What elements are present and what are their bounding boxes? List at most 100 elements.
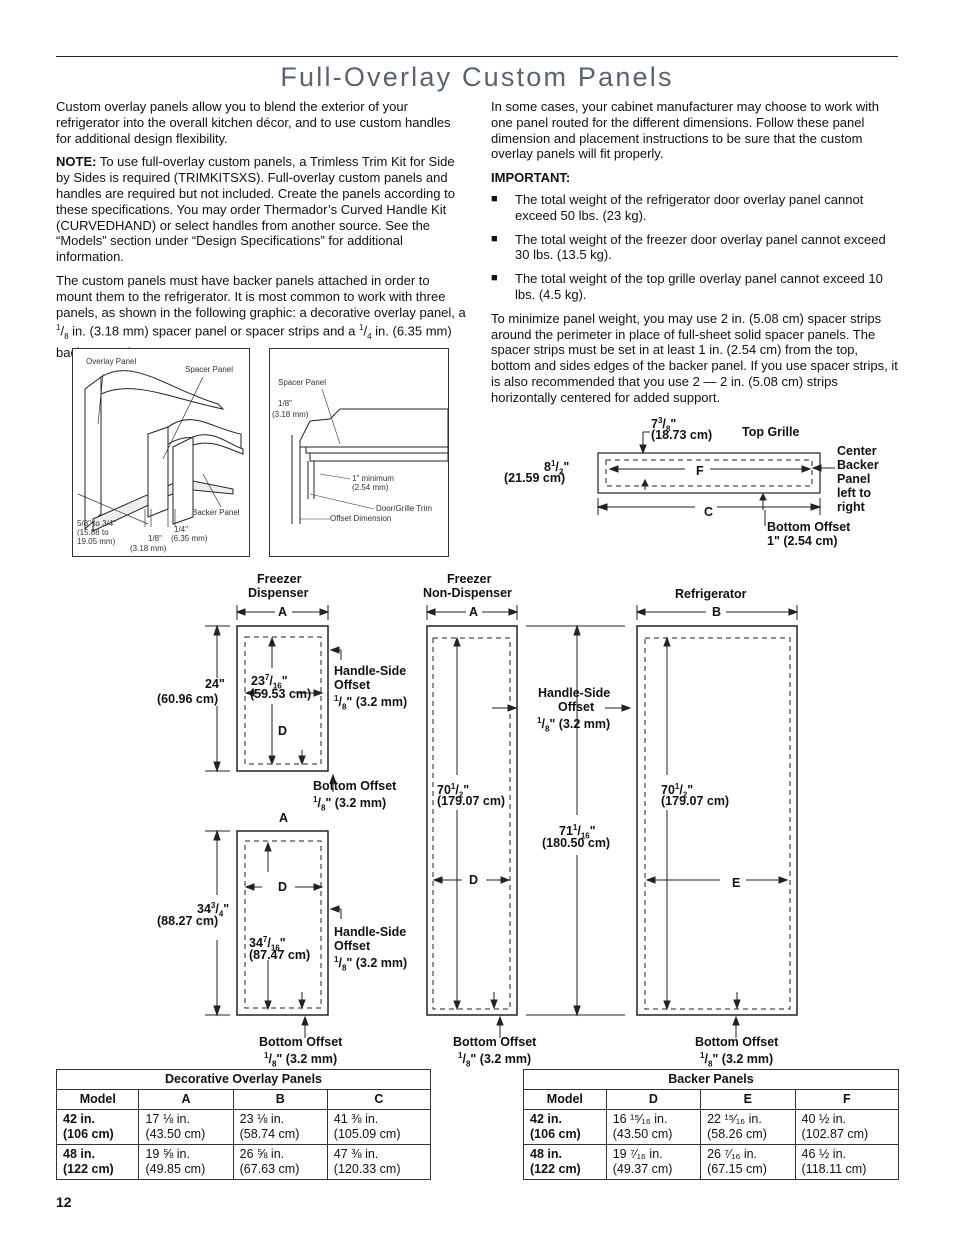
table-cell: 23 ⅛ in. (58.74 cm) <box>232 1109 328 1145</box>
frac-den: 8 <box>64 332 69 342</box>
height-70-cm: (179.07 cm) <box>661 794 730 808</box>
frac-num: 1 <box>572 823 578 832</box>
bullet-text: The total weight of the top grille overl… <box>515 271 883 302</box>
height-34-7-label: 347/16" <box>249 935 286 953</box>
table-cell: 41 ⅜ in. (105.09 cm) <box>326 1109 432 1145</box>
spacer-dim-1: 1/8" <box>278 399 292 408</box>
backer-text-2: in. (3.18 mm) spacer panel or spacer str… <box>68 323 359 339</box>
table-cell: 22 ¹⁵⁄₁₆ in. (58.26 cm) <box>700 1109 796 1145</box>
bottom-offset-value: " (3.2 mm) <box>712 1052 774 1067</box>
dim-d-label: D <box>278 724 288 738</box>
frac-num: 7 <box>264 673 270 682</box>
bottom-offset-value: " (3.2 mm) <box>470 1052 532 1067</box>
table-caption-row: Decorative Overlay Panels <box>56 1069 431 1090</box>
frac-den: 8 <box>320 803 326 813</box>
overlay-panel-label: Overlay Panel <box>86 357 137 366</box>
table-caption: Backer Panels <box>523 1069 899 1090</box>
important-label: IMPORTANT: <box>491 170 571 186</box>
top-grille-title: Top Grille <box>742 425 800 439</box>
dim-spacer-2: (3.18 mm) <box>130 544 167 553</box>
frac-den: 8 <box>341 702 347 712</box>
dim-a-label: A <box>469 605 479 619</box>
frac-num: 1 <box>674 782 680 791</box>
frac-num: 1 <box>334 694 339 703</box>
model-cell: 42 in. (106 cm) <box>523 1109 607 1145</box>
center-backer-note: Center Backer Panel left to right <box>837 444 879 514</box>
spacer-strips-paragraph: To minimize panel weight, you may use 2 … <box>491 310 898 405</box>
table-cell: 47 ⅜ in. (120.33 cm) <box>326 1144 432 1180</box>
frac-num: 1 <box>700 1051 705 1060</box>
note-paragraph: NOTE: To use full-overlay custom panels,… <box>56 154 466 265</box>
minimum-label-2: (2.54 mm) <box>352 483 389 492</box>
height-70-label: 701/2" <box>437 782 470 800</box>
door-panels-drawing <box>205 605 799 1038</box>
grille-bottom-offset-1: Bottom Offset <box>767 520 851 534</box>
model-cell: 42 in. (106 cm) <box>55 1109 140 1145</box>
cabinet-paragraph: In some cases, your cabinet manufacturer… <box>491 99 880 162</box>
frac-num: 7 <box>262 935 268 944</box>
height-23-label: 237/16" <box>251 673 288 691</box>
note-text: To use full-overlay custom panels, a Tri… <box>56 154 455 265</box>
frac-num: 1 <box>537 716 542 725</box>
section-view-drawing <box>291 388 449 524</box>
bottom-offset-2: 1/8" (3.2 mm) <box>700 1051 774 1069</box>
backer-text-1: The custom panels must have backer panel… <box>56 272 466 320</box>
frac-num: 1 <box>264 1051 269 1060</box>
dim-a-label: A <box>279 811 289 825</box>
frac-den: 2 <box>682 790 688 800</box>
dim-backer-2: (6.35 mm) <box>171 534 208 543</box>
handle-side-offset-2: Offset <box>558 700 595 714</box>
table-cell: 26 ⅝ in. (67.63 cm) <box>232 1144 328 1180</box>
bottom-offset-value: " (3.2 mm) <box>325 796 387 811</box>
panel-layers-drawing <box>77 370 244 532</box>
handle-side-offset-3: 1/8" (3.2 mm) <box>334 694 408 712</box>
left-column: Custom overlay panels allow you to blend… <box>56 99 466 369</box>
handle-side-offset-1: Handle-Side <box>538 686 611 700</box>
table-cell: 26 ⁷⁄₁₆ in. (67.15 cm) <box>700 1144 796 1180</box>
grille-bottom-offset-2: 1" (2.54 cm) <box>767 534 838 548</box>
note-label: NOTE: <box>56 154 97 170</box>
dim-overlay-1: 5/8" to 3/4" <box>77 519 117 528</box>
frac-den: 4 <box>367 332 372 342</box>
handle-side-offset-value: " (3.2 mm) <box>346 956 408 971</box>
handle-side-offset-1: Handle-Side <box>334 925 407 939</box>
bullet-text: The total weight of the freezer door ove… <box>515 231 886 263</box>
height-71-label: 711/16" <box>559 823 596 841</box>
dim-b-label: B <box>712 605 722 619</box>
height-23-whole: 23 <box>251 674 265 689</box>
bullet-square-icon: ■ <box>491 272 498 285</box>
frac-den: 16 <box>270 943 280 953</box>
frac-num: 3 <box>657 416 663 425</box>
table-cell: 19 ⁷⁄₁₆ in. (49.37 cm) <box>605 1144 702 1180</box>
frac-num: 1 <box>313 795 318 804</box>
bottom-offset-1: Bottom Offset <box>453 1035 537 1049</box>
frac-den: 8 <box>707 1059 713 1069</box>
dim-c-label: C <box>704 505 714 519</box>
height-71-cm: (180.50 cm) <box>542 836 611 850</box>
grille-height-label: 81/2" <box>544 459 570 477</box>
height-70-label: 701/2" <box>661 782 694 800</box>
dim-overlay-3: 19.05 mm) <box>77 537 116 546</box>
height-70-whole: 70 <box>437 783 451 798</box>
page-number: 12 <box>56 1194 72 1210</box>
table-cell: 16 ¹⁵⁄₁₆ in. (43.50 cm) <box>605 1109 702 1145</box>
freezer-nondispenser-title-2: Non-Dispenser <box>423 586 512 600</box>
backer-panels-table: Backer Panels Model D E F 42 in. (106 cm… <box>523 1069 900 1180</box>
frac-num: 1 <box>56 323 61 333</box>
column-header: D <box>605 1089 702 1110</box>
frac-num: 1 <box>450 782 456 791</box>
frac-den: 8 <box>271 1059 277 1069</box>
top-grille-drawing <box>596 431 835 526</box>
handle-side-offset-2: Offset <box>334 678 371 692</box>
handle-side-offset-3: 1/8" (3.2 mm) <box>537 716 611 734</box>
column-header: B <box>232 1089 328 1110</box>
right-column: In some cases, your cabinet manufacturer… <box>491 99 899 414</box>
frac-num: 1 <box>550 459 556 468</box>
spacer-dim-2: (3.18 mm) <box>272 410 309 419</box>
frac-den: 2 <box>558 467 564 477</box>
bottom-offset-value: " (3.2 mm) <box>276 1052 338 1067</box>
page-title: Full-Overlay Custom Panels <box>280 62 674 92</box>
bullet-item: ■ The total weight of the top grille over… <box>491 271 899 303</box>
frac-num: 1 <box>359 323 364 333</box>
section-view-figure: Spacer Panel 1/8" (3.18 mm) 1" minimum (… <box>269 348 449 557</box>
